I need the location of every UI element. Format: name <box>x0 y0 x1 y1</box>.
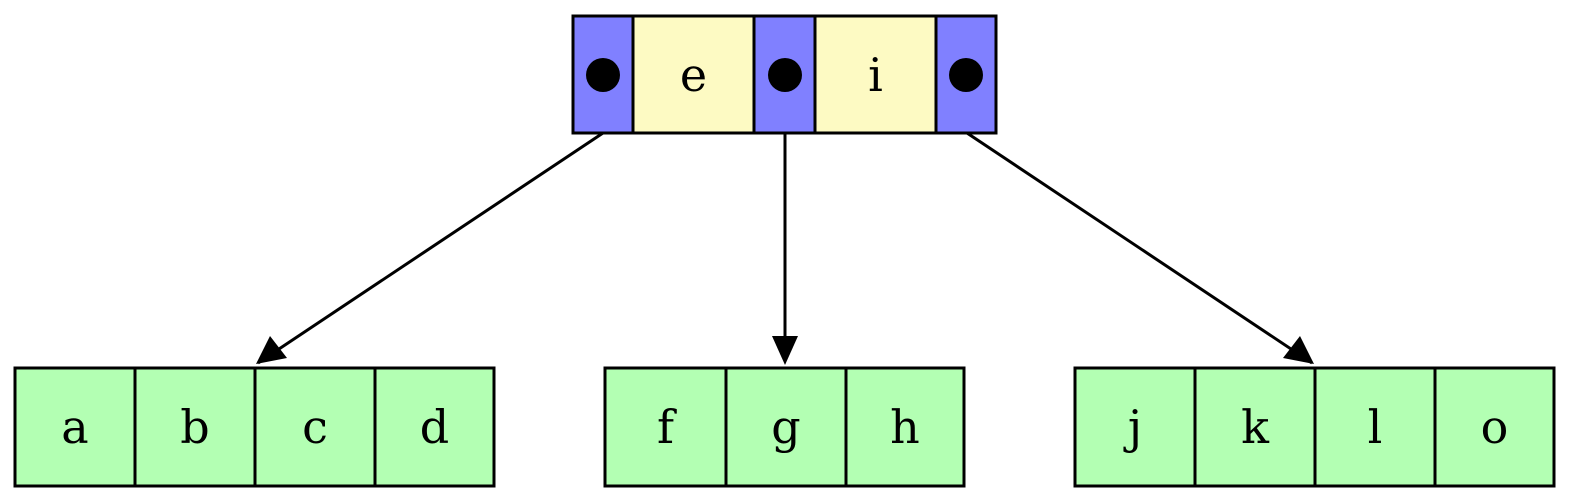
root-key-1: e <box>680 48 707 102</box>
leaf-cell <box>724 366 848 488</box>
leaf-key: j <box>1123 400 1142 454</box>
leaf-key: l <box>1368 400 1383 454</box>
leaf-cell <box>1433 366 1556 488</box>
child-node-3: j k l o <box>1073 366 1556 488</box>
edge-root-to-child-3 <box>966 131 1313 365</box>
edges <box>256 131 1314 365</box>
leaf-cell <box>1073 366 1197 488</box>
leaf-cell <box>373 366 496 488</box>
arrowhead-child-3 <box>1283 336 1314 364</box>
leaf-cell <box>1193 366 1317 488</box>
pointer-dot-icon <box>586 58 620 92</box>
leaf-cell <box>603 366 728 488</box>
edge-root-to-child-1 <box>257 131 604 365</box>
leaf-key: d <box>420 400 449 454</box>
leaf-cell <box>1313 366 1437 488</box>
leaf-cell <box>844 366 966 488</box>
leaf-key: g <box>771 400 800 454</box>
leaf-key: o <box>1481 400 1509 454</box>
leaf-key: a <box>61 400 88 454</box>
root-key-2: i <box>868 48 883 102</box>
child-node-1: a b c d <box>13 366 496 488</box>
pointer-dot-icon <box>768 58 802 92</box>
arrowhead-child-2 <box>772 336 798 365</box>
leaf-key: b <box>180 400 209 454</box>
root-node: e i <box>571 14 998 135</box>
leaf-key: h <box>890 400 920 454</box>
root-key-cell-1 <box>631 14 756 135</box>
leaf-key: f <box>657 400 677 454</box>
leaf-key: k <box>1241 400 1270 454</box>
leaf-key: c <box>302 400 328 454</box>
arrowhead-child-1 <box>256 336 287 364</box>
pointer-dot-icon <box>949 58 983 92</box>
child-node-2: f g h <box>603 366 966 488</box>
